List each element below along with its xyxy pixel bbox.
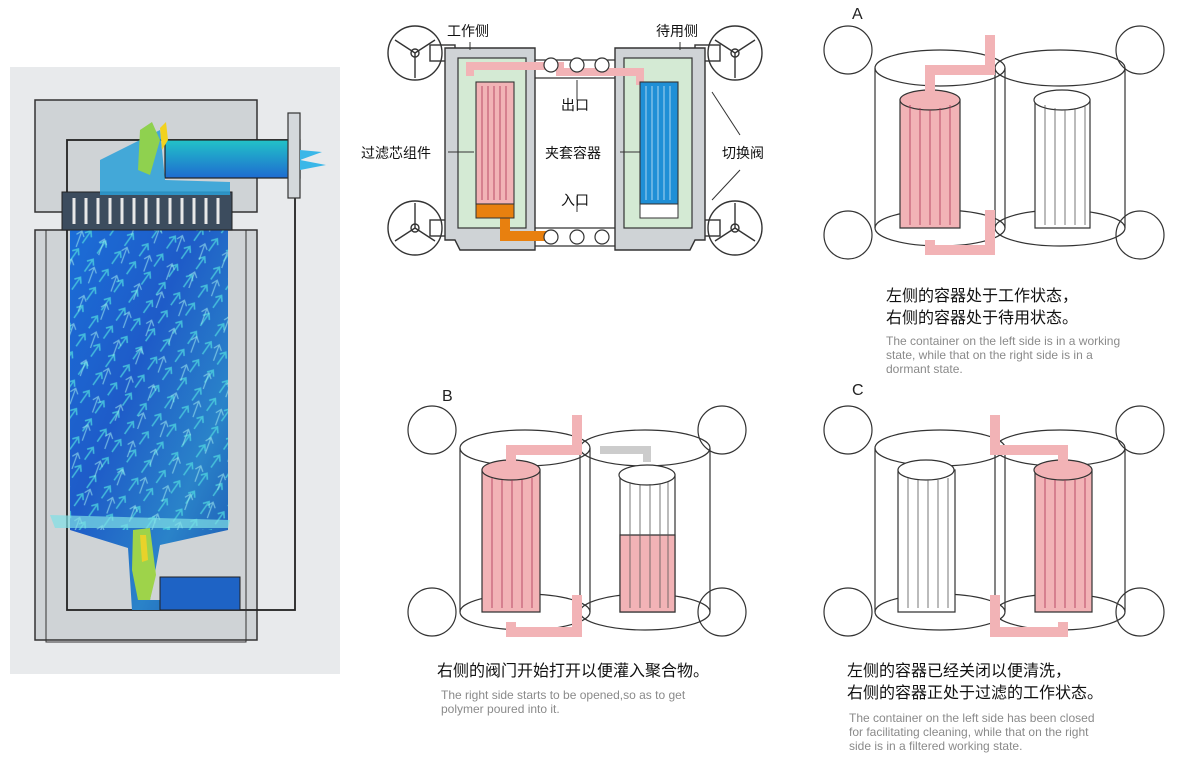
- panel-b-diagram: [407, 405, 747, 637]
- label-switch-valve: 切换阀: [722, 146, 764, 162]
- label-standby-side: 待用侧: [656, 24, 698, 40]
- panel-a-diagram: [823, 25, 1165, 260]
- schematic-handwheel-bl: [387, 200, 456, 256]
- panel-c-english: The container on the left side has been …: [849, 711, 1095, 753]
- cfd-outlet-pipe: [164, 139, 301, 179]
- cfd-hotspot-bottom: [132, 528, 156, 600]
- label-outlet: 出口: [561, 98, 589, 114]
- panel-b-caption: 右侧的阀门开始打开以便灌入聚合物。: [437, 660, 709, 682]
- panel-a-letter: A: [852, 6, 863, 23]
- panel-c-letter: C: [852, 382, 864, 399]
- panel-a-caption: 左侧的容器处于工作状态， 右侧的容器处于待用状态。: [886, 285, 1078, 329]
- panel-c-english-line3: side is in a filtered working state.: [849, 739, 1023, 753]
- cfd-hotspot-top: [138, 122, 160, 175]
- panel-b-caption-line1: 右侧的阀门开始打开以便灌入聚合物。: [437, 661, 710, 680]
- schematic-outlet-flow: [466, 62, 644, 85]
- cfd-simulation-panel: [10, 67, 340, 674]
- panel-b-letter: B: [442, 388, 453, 405]
- panel-b-english-line2: polymer poured into it.: [441, 702, 560, 716]
- label-filter-assembly: 过滤芯组件: [361, 146, 431, 162]
- panel-a-english: The container on the left side is in a w…: [886, 334, 1120, 376]
- label-inlet: 入口: [561, 193, 589, 209]
- panel-c-caption-line1: 左侧的容器已经关闭以便清洗，: [847, 661, 1072, 680]
- panel-b-english: The right side starts to be opened,so as…: [441, 688, 685, 716]
- panel-c-english-line1: The container on the left side has been …: [849, 711, 1095, 725]
- panel-c-caption: 左侧的容器已经关闭以便清洗， 右侧的容器正处于过滤的工作状态。: [847, 660, 1103, 704]
- panel-b-english-line1: The right side starts to be opened,so as…: [441, 688, 686, 702]
- label-working-side: 工作侧: [447, 24, 489, 40]
- schematic-handwheel-tl: [387, 25, 456, 81]
- panel-a-english-line3: dormant state.: [886, 362, 963, 376]
- panel-c-english-line2: for facilitating cleaning, while that on…: [849, 725, 1089, 739]
- panel-c-diagram: [823, 405, 1165, 637]
- panel-a-caption-line1: 左侧的容器处于工作状态，: [886, 286, 1079, 305]
- panel-a-english-line2: state, while that on the right side is i…: [886, 348, 1093, 362]
- schematic-valves: [543, 57, 610, 245]
- cfd-outlet-arrows: [300, 150, 326, 170]
- panel-a-caption-line2: 右侧的容器处于待用状态。: [886, 308, 1079, 327]
- schematic-inlet-flow: [500, 218, 548, 241]
- schematic-handwheel-br: [694, 200, 763, 256]
- panel-a-english-line1: The container on the left side is in a w…: [886, 334, 1121, 348]
- label-jacket-vessel: 夹套容器: [545, 146, 601, 162]
- cfd-filter-teeth: [72, 198, 220, 224]
- panel-c-caption-line2: 右侧的容器正处于过滤的工作状态。: [847, 683, 1104, 702]
